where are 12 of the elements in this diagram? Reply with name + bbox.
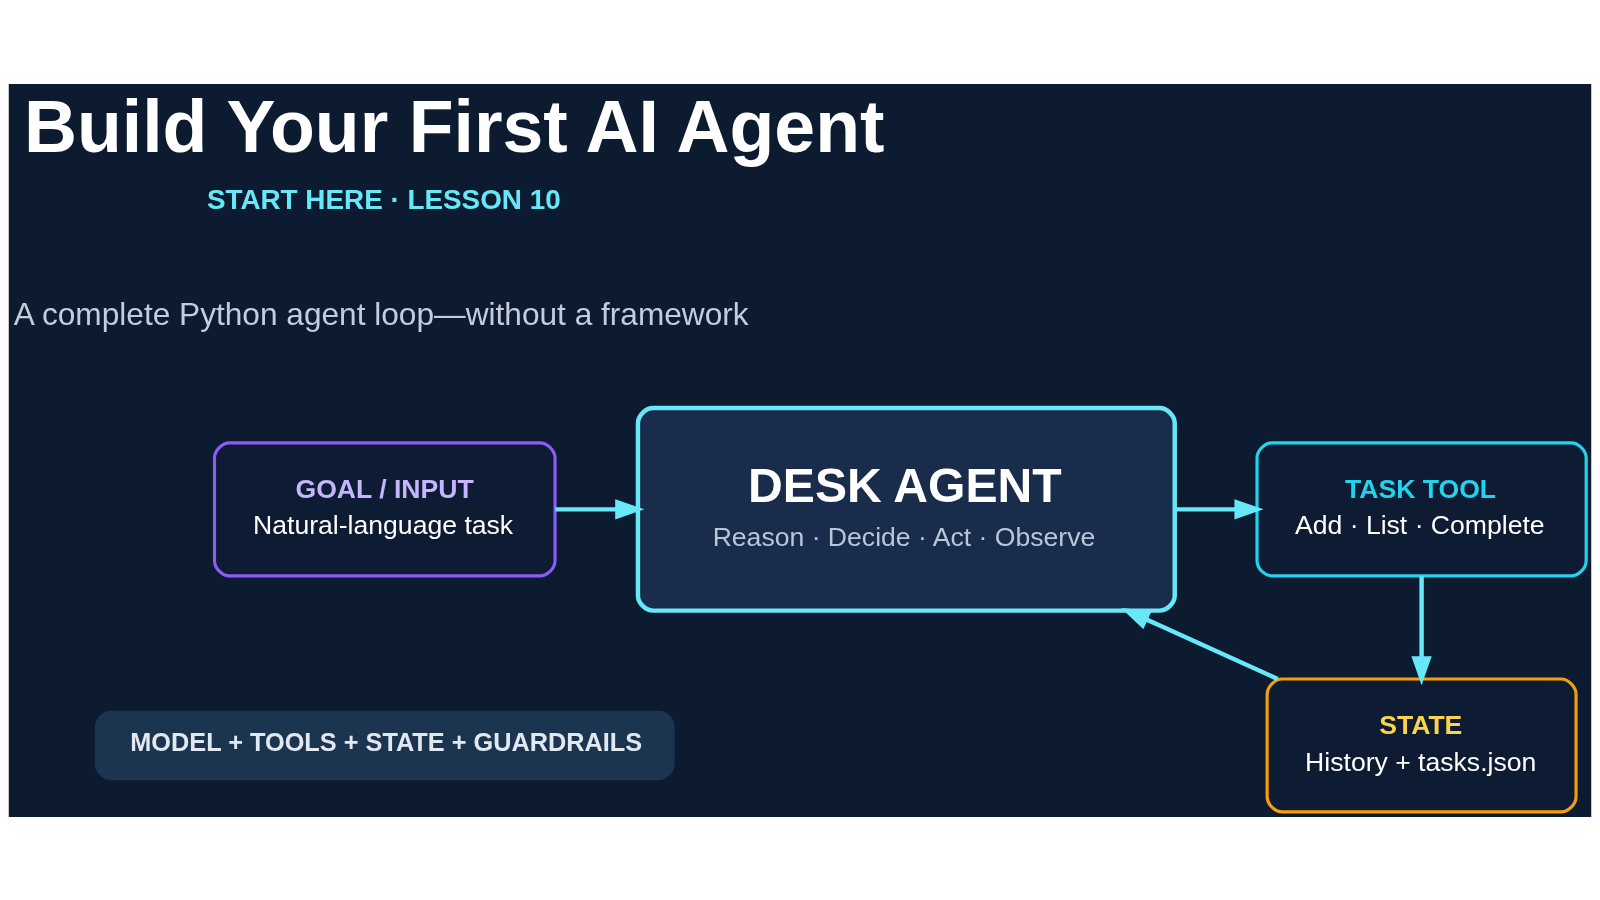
node-box: TASK TOOL Add · List · Complete (1255, 440, 1588, 577)
arrow (1175, 498, 1264, 520)
node-box: DESK AGENT Reason · Decide · Act · Observe (635, 405, 1177, 613)
arrow (1121, 607, 1279, 681)
arrow (555, 498, 645, 520)
label: START HERE · LESSON 10 (206, 183, 561, 215)
label: A complete Python agent loop—without a framework (13, 295, 749, 332)
diagram-title: Build Your First AI Agent (23, 85, 885, 168)
node-box: STATE History + tasks.json (1265, 676, 1578, 814)
node-box: MODEL + TOOLS + STATE + GUARDRAILS (94, 710, 675, 780)
arrow (1411, 575, 1432, 685)
node-box: GOAL / INPUT Natural-language task (212, 440, 557, 577)
